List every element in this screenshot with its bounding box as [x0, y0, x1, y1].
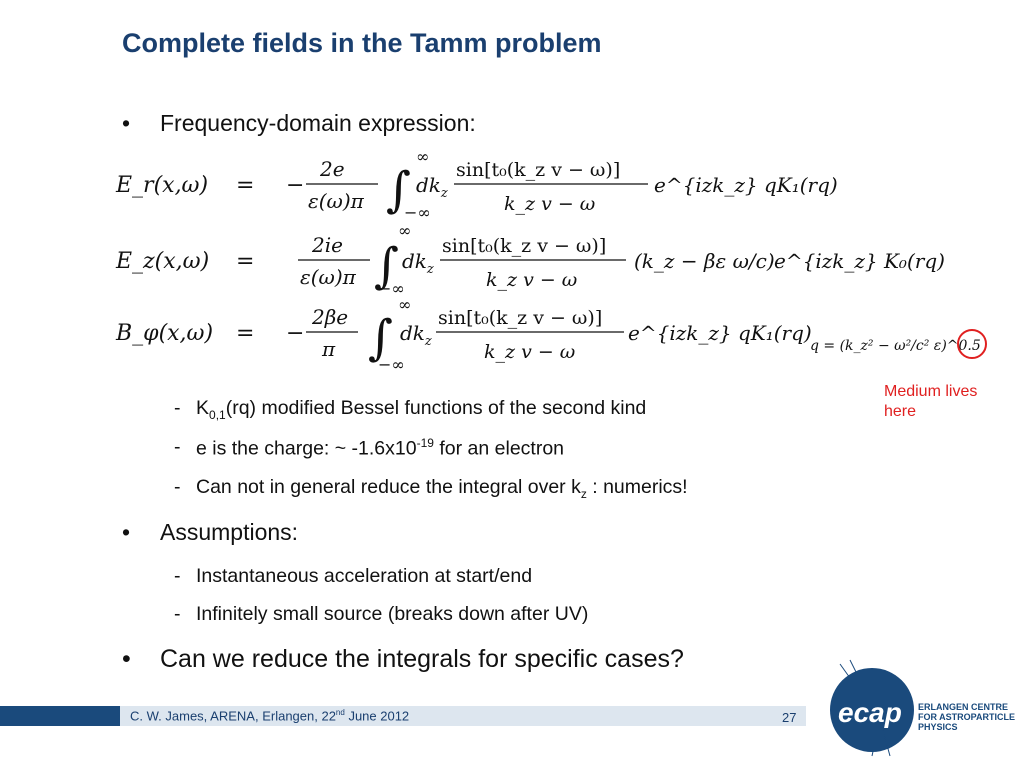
medium-annotation: Medium lives here [884, 383, 978, 420]
eq-ez-equals: = [236, 249, 254, 274]
eq-ez-lower: −∞ [378, 279, 405, 298]
eq-ez-upper: ∞ [398, 221, 411, 240]
eq-bphi-lower: −∞ [378, 355, 405, 374]
ecap-logo: ecap [820, 659, 1020, 760]
footer-citation: C. W. James, ARENA, Erlangen, 22nd June … [130, 708, 410, 724]
eq-er-dk: dkz [416, 173, 448, 201]
logo-mark: ecap [838, 697, 902, 728]
eq-bphi-coef-num: 2βe [311, 305, 348, 329]
field-equations: E_r(x,ω) = − 2e ε(ω)π ∫ ∞ −∞ dkz sin[t₀(… [115, 147, 945, 380]
eq-bphi-int-den: k_z v − ω [484, 341, 575, 363]
eq-bphi-tail: e^{izk_z} qK₁(rq) [628, 321, 812, 345]
subbullet-dash: - [174, 397, 181, 419]
eq-ez-coef-den: ε(ω)π [300, 265, 357, 289]
eq-er-lower: −∞ [404, 203, 431, 222]
logo-rays [839, 659, 891, 757]
bullet-dot: • [122, 645, 131, 673]
bullet-dot: • [122, 519, 131, 545]
eq-er-integral-icon: ∫ [386, 162, 411, 218]
eq-ez-int-num: sin[t₀(k_z v − ω)] [442, 235, 606, 257]
eq-ez-integral-icon: ∫ [374, 238, 399, 294]
logo-text: ERLANGEN CENTRE FOR ASTROPARTICLE PHYSIC… [918, 702, 1015, 732]
eq-er-tail: e^{izk_z} qK₁(rq) [654, 173, 838, 197]
bullet-text: Frequency-domain expression: [160, 110, 476, 136]
subbullet-text: Can not in general reduce the integral o… [196, 476, 688, 501]
subbullet-dash: - [174, 603, 181, 625]
q-definition: q = (k_z² − ω²/c² ε)^0.5 [808, 306, 1008, 386]
subbullet-text: K0,1(rq) modified Bessel functions of th… [196, 397, 647, 422]
eq-er-lhs: E_r(x,ω) [115, 173, 208, 198]
eq-er-int-num: sin[t₀(k_z v − ω)] [456, 159, 620, 181]
eq-er-coef-num: 2e [319, 157, 345, 181]
subbullet-text: Instantaneous acceleration at start/end [196, 565, 533, 587]
subbullet-dash: - [174, 476, 181, 498]
eq-bphi-integral-icon: ∫ [368, 310, 393, 366]
subbullet-text: e is the charge: ~ -1.6x10-19 for an ele… [196, 436, 565, 460]
subbullet-text: Infinitely small source (breaks down aft… [196, 603, 589, 625]
eq-er-minus: − [286, 173, 304, 198]
subbullet-dash: - [174, 436, 181, 458]
eq-ez-lhs: E_z(x,ω) [115, 249, 209, 274]
footer-bar-light [120, 706, 806, 726]
bullet-dot: • [122, 110, 131, 136]
slide-title: Complete fields in the Tamm problem [122, 28, 602, 58]
eq-ez-int-den: k_z v − ω [486, 269, 577, 291]
eq-bphi-int-num: sin[t₀(k_z v − ω)] [438, 307, 602, 329]
eq-bphi-coef-den: π [321, 337, 336, 361]
logo-circle [830, 668, 914, 752]
bullet-text: Assumptions: [160, 519, 299, 545]
eq-bphi-dk: dkz [400, 321, 432, 349]
eq-ez-coef-num: 2ie [311, 233, 343, 257]
eq-bphi-equals: = [236, 321, 254, 346]
eq-er-equals: = [236, 173, 254, 198]
eq-er-int-den: k_z v − ω [504, 193, 595, 215]
footer-bar-dark [0, 706, 120, 726]
page-number: 27 [782, 710, 797, 725]
q-definition-text: q = (k_z² − ω²/c² ε)^0.5 [810, 338, 981, 354]
subbullet-dash: - [174, 565, 181, 587]
eq-bphi-minus: − [286, 321, 304, 346]
eq-ez-tail: e^{izk_z} K₀(rq) [774, 249, 945, 273]
eq-ez-dk: dkz [402, 249, 434, 277]
eq-bphi-lhs: B_φ(x,ω) [115, 321, 213, 346]
eq-er-upper: ∞ [416, 147, 429, 166]
eq-ez-mid: (k_z − βε ω/c) [634, 249, 775, 273]
bullet-text: Can we reduce the integrals for specific… [160, 645, 684, 673]
eq-bphi-upper: ∞ [398, 295, 411, 314]
epsilon-highlight-circle [957, 329, 987, 359]
eq-er-coef-den: ε(ω)π [308, 189, 365, 213]
